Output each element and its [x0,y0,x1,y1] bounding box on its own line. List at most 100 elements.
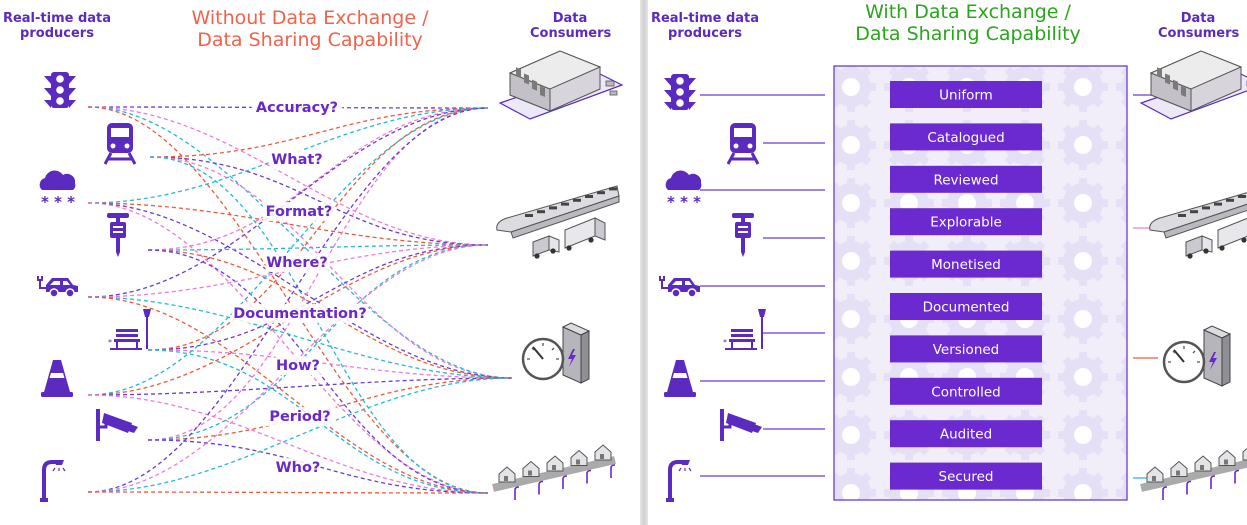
connection-line [87,202,489,494]
warehouse-icon [1139,50,1247,120]
park-bench-icon: * [108,309,151,350]
capability-box [890,462,1042,490]
capability-label: Reviewed [933,172,998,188]
connection-line [87,107,489,493]
svg-text:*: * [723,338,727,347]
connection-line [87,377,513,396]
capability-box [890,420,1042,448]
connection-line [149,156,489,246]
connection-line [149,156,513,379]
panel-title-line2: Data Sharing Capability [855,22,1081,45]
cctv-camera-icon [96,409,138,441]
train-icon [103,123,137,165]
question-label-bg [251,98,343,117]
train-and-trucks-icon [496,185,620,259]
question-label-bg [265,253,329,272]
question-labels: Accuracy? What? Format? Where? Documentation… [231,98,369,477]
weather-icon: * * * [665,170,702,211]
panel-title-line1: With Data Exchange / [865,1,1071,23]
question-label-bg [270,150,324,169]
traffic-cone-icon [664,360,696,397]
question-label: Who? [276,460,321,476]
question-label: Format? [266,204,333,220]
cctv-camera-icon [720,409,762,441]
panel-title-line1: Without Data Exchange / [191,7,429,29]
capability-box [890,293,1042,320]
question-label: Accuracy? [256,100,338,116]
question-label: Documentation? [233,306,367,322]
capability-label: Controlled [931,384,1000,400]
producers-header: Real-time data producers [2,11,112,41]
connection-line [147,107,489,251]
connection-line [87,202,489,246]
question-label-bg [263,407,337,426]
connection-line [149,156,489,494]
energy-meter-icon [521,322,591,384]
panel-title-line2: Data Sharing Capability [197,28,423,51]
without-exchange-panel: Accuracy? What? Format? Where? Documentation… [2,7,624,502]
capability-box [890,377,1042,405]
jackhammer-icon [107,213,129,257]
train-icon [726,123,760,165]
capability-box [890,250,1042,278]
connection-line [87,377,513,493]
street-light-icon [666,460,692,502]
svg-text:* * *: * * * [41,193,75,211]
train-and-trucks-icon [1149,192,1247,259]
street-light-icon [40,460,66,502]
capability-list: UniformCataloguedReviewedExplorableMonet… [890,81,1042,490]
question-label: Period? [269,409,330,425]
capability-label: Audited [940,427,992,443]
connection-line [87,394,489,494]
question-label-bg [275,458,321,477]
question-label: How? [276,358,320,374]
electric-car-icon [37,276,78,298]
connection-line [87,106,513,379]
question-label: Where? [266,255,328,271]
connection-line [87,106,489,246]
capability-label: Monetised [931,257,1001,273]
svg-text:*: * [108,338,112,347]
panel-divider [640,0,648,525]
connection-line [87,244,489,396]
traffic-light-icon [664,74,696,110]
capability-label: Secured [939,469,994,485]
jackhammer-icon [732,213,754,257]
electric-car-icon [659,276,700,298]
connection-line [147,349,489,494]
energy-meter-icon [1162,325,1232,387]
connection-line [147,244,489,441]
park-bench-icon: * [723,309,766,350]
connection-line [87,491,489,494]
connection-line [147,349,513,379]
capability-label: Uniform [939,88,993,104]
consumers-header: Data Consumers [1158,11,1240,41]
warehouse-icon [498,50,624,120]
svg-text:* * *: * * * [667,193,701,211]
traffic-light-icon [44,72,76,108]
capability-box [890,123,1042,151]
connection-line [87,244,489,298]
capability-label: Explorable [930,215,1002,231]
connection-line [87,296,489,494]
capability-label: Versioned [933,342,1000,358]
connection-line [149,107,489,158]
question-label-bg [262,202,336,221]
question-label: What? [271,152,322,168]
connection-line [87,296,513,379]
housing-icon [492,444,616,500]
connection-line [147,439,489,494]
capability-label: Documented [923,300,1010,316]
housing-icon [1140,447,1247,500]
panel-title: Without Data Exchange / Data Sharing Cap… [145,7,475,52]
connection-line [87,202,513,379]
with-exchange-graphic: UniformCataloguedReviewedExplorableMonet… [659,50,1247,502]
question-label-bg [275,356,321,375]
traffic-cone-icon [41,360,73,397]
connection-line [147,244,489,251]
capability-label: Catalogued [927,130,1004,146]
panel-title: With Data Exchange / Data Sharing Capabi… [818,1,1118,46]
question-label-bg [231,304,369,323]
